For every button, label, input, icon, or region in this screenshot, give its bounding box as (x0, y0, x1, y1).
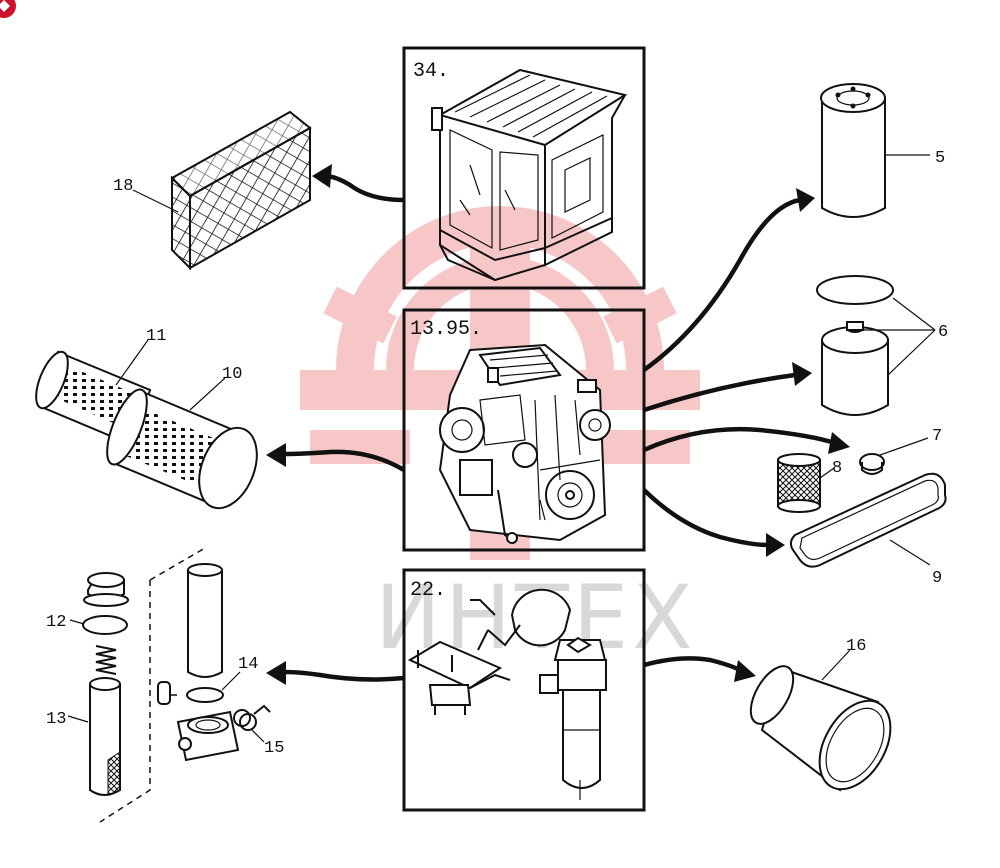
hydraulics-illustration (407, 588, 607, 800)
arrow-engine-to-10 (266, 443, 406, 472)
callout-15: 15 (264, 739, 284, 758)
section-box-engine: 13.95. (402, 308, 646, 552)
part-10-outer-air-filter: 10 (106, 365, 258, 510)
part-14-filter-cartridge: 14 (157, 563, 258, 762)
section-label-engine: 13.95. (410, 318, 482, 341)
arrow-engine-to-9 (642, 488, 785, 557)
arrow-hydraulics-to-14 (266, 661, 405, 685)
callout-13: 12 (46, 613, 66, 632)
corner-badge-icon (0, 0, 16, 18)
engine-illustration (438, 343, 611, 544)
part-18-cabin-filter: 18 (113, 110, 312, 271)
part-16-canister: 16 (749, 637, 892, 792)
part-7-plug: 7 (859, 427, 942, 475)
arrow-cab-to-18 (312, 164, 405, 203)
arrow-hydraulics-to-16 (643, 656, 756, 682)
section-label-hydraulics: 22. (410, 579, 446, 602)
arrow-engine-to-6 (643, 362, 812, 413)
part-5-spin-on-filter: 5 (820, 83, 945, 218)
callout-8: 8 (832, 459, 842, 478)
callout-18: 18 (113, 177, 133, 196)
part-9-gasket: 9 (789, 472, 947, 588)
part-15-spring-clip: 15 (233, 704, 284, 758)
callout-5: 5 (935, 149, 945, 168)
section-box-cab: 34. (402, 46, 646, 290)
callout-12: 13 (46, 710, 66, 729)
arrow-engine-to-7 (643, 426, 850, 454)
callout-10: 10 (222, 365, 242, 384)
part-spring (95, 645, 117, 675)
callout-7: 7 (932, 427, 942, 446)
cab-illustration (431, 68, 628, 282)
callout-16: 16 (846, 637, 866, 656)
part-8-breather-element: 8 (777, 453, 842, 513)
part-6-filter-with-ring: 6 (816, 275, 948, 416)
callout-11: 11 (146, 327, 166, 346)
part-13-cap-and-ring: 12 (46, 572, 129, 635)
callout-14: 14 (238, 655, 258, 674)
arrow-engine-to-5 (642, 188, 815, 372)
callout-9: 9 (932, 569, 942, 588)
part-12-filter-element: 13 (46, 677, 121, 796)
callout-6: 6 (938, 323, 948, 342)
section-label-cab: 34. (413, 60, 449, 83)
section-box-hydraulics: 22. (402, 568, 646, 812)
